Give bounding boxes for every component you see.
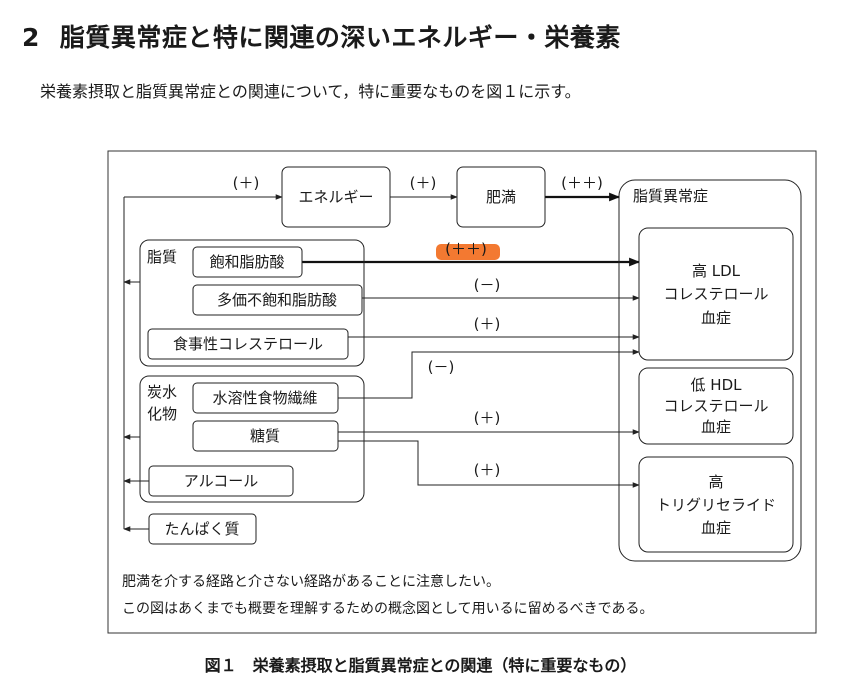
protein-box: [148, 513, 257, 545]
dyslipidemia-group: [618, 179, 802, 562]
diagram-frame: [107, 150, 817, 634]
pufa-box: [192, 284, 363, 316]
highlight-mark: [436, 244, 500, 260]
ldl-label-1: 高 LDL: [692, 262, 741, 280]
sugar-label: 糖質: [250, 427, 280, 445]
protein-label: たんぱく質: [164, 520, 239, 538]
edge-label-sugar-tg: (＋): [474, 461, 501, 479]
alcohol-box: [148, 465, 294, 497]
energy-box: [281, 166, 391, 228]
carb-group: [139, 375, 365, 503]
lipid-group: [139, 239, 365, 367]
ldl-label-2: コレステロール: [663, 285, 768, 303]
edge-label-sugar-hdl: (＋): [474, 409, 501, 427]
chol-box: [147, 328, 349, 360]
tg-box: [638, 456, 794, 553]
sfa-box: [192, 246, 303, 278]
edge-label-fiber-ldl: (－): [428, 358, 455, 376]
edge-label-chol-ldl: (＋): [474, 315, 501, 333]
tg-label-1: 高: [708, 473, 723, 491]
lipid-group-label: 脂質: [147, 248, 177, 266]
edge-label-obesity-dys: (＋＋): [561, 174, 603, 192]
tg-label-3: 血症: [701, 519, 731, 537]
section-number: 2: [22, 23, 40, 52]
ldl-label-3: 血症: [701, 309, 731, 327]
note-line-2: この図はあくまでも概要を理解するための概念図として用いるに留めるべきである。: [122, 600, 653, 617]
obesity-label: 肥満: [486, 188, 516, 206]
edge-sugar-tg: [338, 440, 640, 488]
intro-text: 栄養素摂取と脂質異常症との関連について，特に重要なものを図１に示す。: [40, 82, 581, 101]
edge-label-to-energy: (＋): [233, 174, 260, 192]
fiber-label: 水溶性食物繊維: [212, 389, 317, 407]
figure-caption: 図１ 栄養素摂取と脂質異常症との関連（特に重要なもの）: [204, 656, 637, 675]
edge-label-sfa-ldl: (＋＋): [445, 240, 487, 258]
tg-label-2: トリグリセライド: [656, 496, 776, 514]
hdl-label-1: 低 HDL: [691, 376, 743, 394]
obesity-box: [456, 166, 546, 228]
energy-label: エネルギー: [298, 188, 373, 206]
hdl-label-3: 血症: [701, 418, 731, 436]
pufa-label: 多価不飽和脂肪酸: [217, 291, 337, 309]
chol-label: 食事性コレステロール: [173, 335, 323, 353]
section-heading: 2 脂質異常症と特に関連の深いエネルギー・栄養素: [22, 18, 621, 54]
section-title: 脂質異常症と特に関連の深いエネルギー・栄養素: [59, 23, 621, 52]
note-line-1: 肥満を介する経路と介さない経路があることに注意したい。: [122, 573, 500, 590]
carb-group-label-2: 化物: [147, 405, 177, 423]
edge-fiber-ldl: [338, 349, 640, 399]
alcohol-label: アルコール: [184, 472, 259, 490]
hdl-box: [638, 367, 794, 445]
hdl-label-2: コレステロール: [663, 397, 768, 415]
dyslipidemia-label: 脂質異常症: [633, 187, 708, 205]
edge-label-energy-obesity: (＋): [410, 174, 437, 192]
sugar-box: [192, 420, 339, 452]
carb-group-label-1: 炭水: [147, 383, 177, 401]
edge-label-pufa-ldl: (－): [474, 276, 501, 294]
sfa-label: 飽和脂肪酸: [209, 253, 284, 271]
ldl-box: [638, 227, 794, 361]
fiber-box: [192, 382, 339, 414]
